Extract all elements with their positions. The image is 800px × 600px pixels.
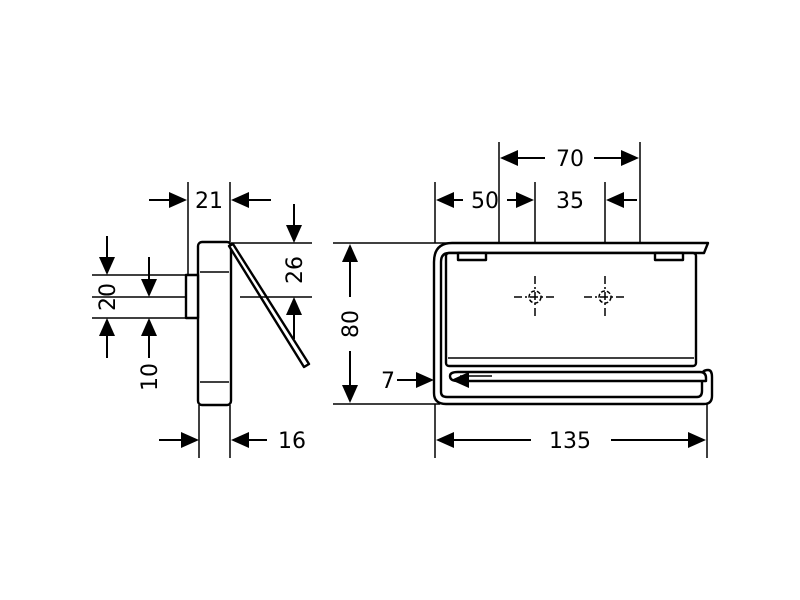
dim-135-arrow-right	[688, 432, 706, 448]
dim-135-arrow-left	[436, 432, 454, 448]
dim-26-arrow-top	[286, 225, 302, 243]
dim-10-label: 10	[138, 363, 163, 391]
dim-26-label: 26	[283, 256, 308, 284]
side-wall-plate	[196, 240, 233, 407]
dim-16-label: 16	[278, 429, 306, 454]
dim-35-arrow-right	[606, 192, 624, 208]
dim-16-arrow-left	[181, 432, 199, 448]
dim-80-arrow-bottom	[342, 385, 358, 403]
front-tab-left	[456, 251, 488, 262]
dim-50-arrow-left	[436, 192, 454, 208]
dim-20-arrow-bottom	[99, 318, 115, 336]
mounting-hole-right	[584, 276, 626, 318]
side-view: 21 16 26 20 10	[92, 182, 312, 458]
front-outer-frame	[432, 241, 714, 406]
dim-80-arrow-top	[342, 244, 358, 262]
dim-70-arrow-right	[621, 150, 639, 166]
dim-26-arrow-bottom	[286, 297, 302, 315]
dim-7-arrow-left	[416, 372, 434, 388]
dim-7-label: 7	[381, 369, 395, 394]
front-shelf-box	[444, 251, 698, 368]
dim-21-arrow-right	[231, 192, 249, 208]
dim-20-arrow-top	[99, 257, 115, 275]
dim-70-label: 70	[556, 147, 584, 172]
dim-135-label: 135	[549, 429, 591, 454]
dim-70-arrow-left	[500, 150, 518, 166]
dim-50-arrow-right	[516, 192, 534, 208]
dim-7-arrow-right	[451, 372, 469, 388]
dim-10-arrow-bottom	[141, 318, 157, 336]
front-view: 70 50 35 80 7 135	[333, 142, 714, 458]
dim-10-arrow-top	[141, 279, 157, 297]
side-mount-stub	[184, 273, 200, 320]
dim-35-label: 35	[556, 189, 584, 214]
dim-50-label: 50	[471, 189, 499, 214]
dim-21-arrow-left	[169, 192, 187, 208]
side-angled-arm	[227, 242, 311, 369]
dim-20-label: 20	[96, 283, 121, 311]
front-tab-right	[653, 251, 685, 262]
dim-21-label: 21	[195, 189, 223, 214]
mounting-hole-left	[514, 276, 556, 318]
dim-80-label: 80	[339, 310, 364, 338]
dim-16-arrow-right	[231, 432, 249, 448]
